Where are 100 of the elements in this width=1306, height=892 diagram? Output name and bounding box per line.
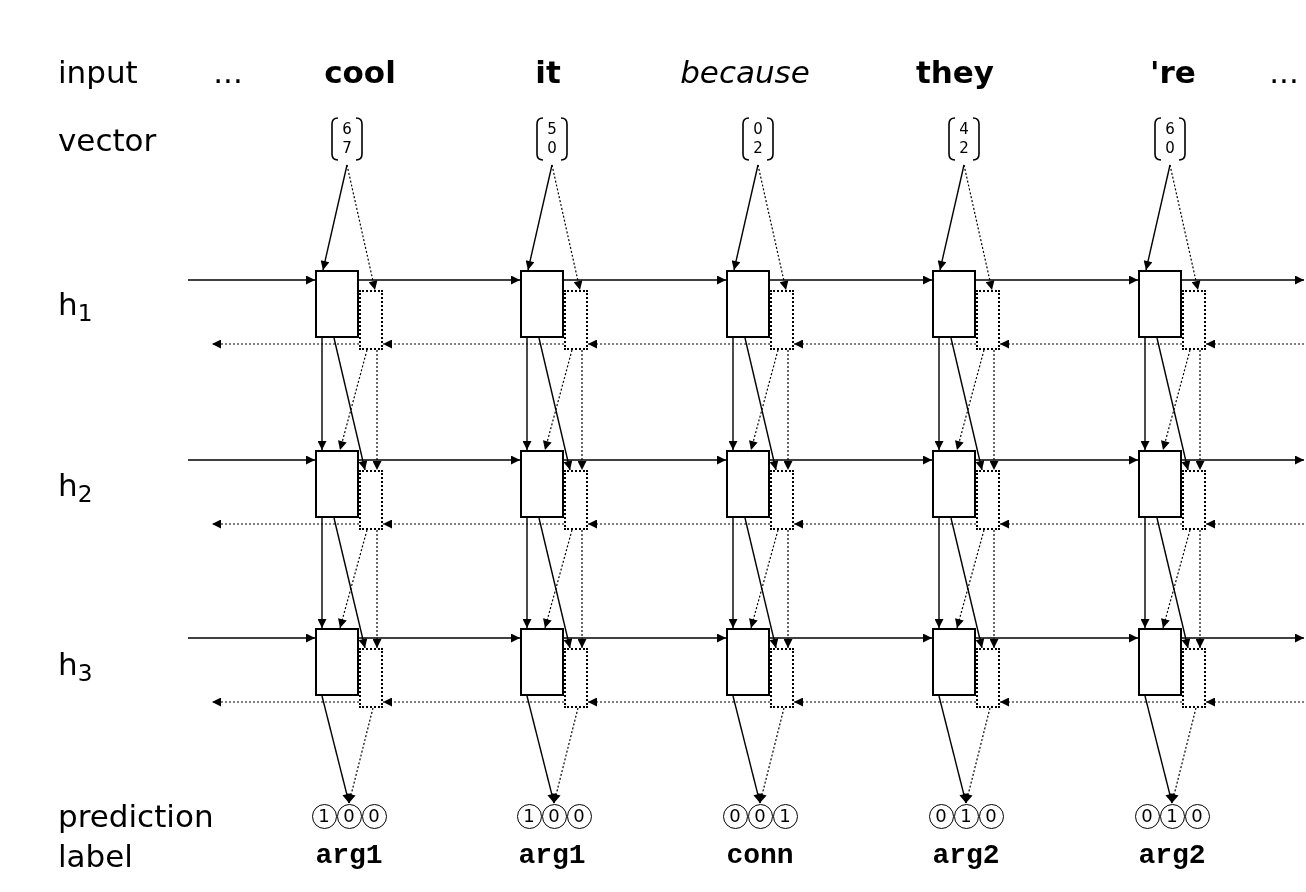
cell-box [315,270,359,338]
class-label: arg2 [932,842,1000,870]
dotted-cell-box [359,470,383,530]
circled-digit: 0 [1184,803,1210,829]
arrow [950,337,985,471]
dotted-arrow [1161,349,1191,451]
dotted-arrow [793,339,977,349]
dotted-cell-box [564,470,588,530]
circled-digit: 0 [541,803,567,829]
dotted-arrow [963,707,991,804]
circled-digit: 0 [1134,803,1160,829]
dotted-cell-box [770,470,794,530]
input-word: because [680,56,810,88]
dotted-arrow [1205,339,1305,349]
arrow [522,517,532,629]
arrow [538,517,573,649]
vector-value: 6 [1165,120,1175,139]
arrow [769,455,933,465]
arrow [744,517,779,649]
dotted-arrow [783,529,793,649]
vector-value: 7 [342,139,352,158]
dotted-arrow [955,349,985,451]
dotted-arrow [346,707,374,804]
dotted-arrow [211,697,360,707]
cell-box [726,270,770,338]
arrow [975,633,1139,643]
dotted-arrow [999,519,1183,529]
row-label: prediction [58,800,214,832]
input-word: 're [1150,56,1196,88]
cell-box [726,628,770,696]
dotted-arrow [793,519,977,529]
arrow [769,275,933,285]
dotted-arrow [989,349,999,471]
dotted-arrow [955,529,985,629]
cell-box [1138,270,1182,338]
input-word: cool [324,56,396,88]
dotted-arrow [551,707,579,804]
circled-digit: 1 [953,803,979,829]
arrow [731,164,759,271]
dotted-arrow [749,529,779,629]
class-label: arg1 [315,842,383,870]
circled-digit: 0 [361,803,387,829]
dotted-arrow [963,164,995,291]
ellipsis: ... [213,56,243,88]
arrow [1144,695,1175,804]
arrow [320,164,348,271]
arrow [563,633,727,643]
arrow [333,517,368,649]
arrow [1181,633,1305,643]
cell-box [520,450,564,518]
arrow [187,455,316,465]
dotted-arrow [999,697,1183,707]
cell-box [1138,450,1182,518]
arrow [1140,337,1150,451]
arrow [937,164,965,271]
arrow [934,517,944,629]
dotted-arrow [783,349,793,471]
cell-box [520,628,564,696]
vector-value: 0 [753,120,763,139]
arrow [744,337,779,471]
dotted-arrow [211,519,360,529]
row-label: input [58,56,138,88]
class-label: conn [726,842,794,870]
dotted-arrow [749,349,779,451]
dotted-arrow [1205,697,1305,707]
circled-digit: 0 [928,803,954,829]
dotted-cell-box [564,290,588,350]
circled-digit: 0 [566,803,592,829]
dotted-cell-box [770,648,794,708]
arrow [728,337,738,451]
dotted-arrow [382,519,565,529]
vector-value: 5 [547,120,557,139]
dotted-arrow [338,529,368,629]
dotted-cell-box [976,290,1000,350]
arrow [938,695,969,804]
dotted-arrow [543,349,573,451]
row-label: h$_{3}$ [58,648,93,680]
arrow [1181,455,1305,465]
dotted-arrow [577,349,587,471]
dotted-arrow [372,349,382,471]
dotted-cell-box [1182,470,1206,530]
circled-digit: 1 [772,803,798,829]
dotted-cell-box [976,470,1000,530]
circled-digit: 1 [311,803,337,829]
cell-box [932,628,976,696]
dotted-arrow [1195,529,1205,649]
dotted-arrow [587,519,771,529]
circled-digit: 0 [747,803,773,829]
dotted-arrow [757,707,785,804]
dotted-cell-box [564,648,588,708]
circled-digit: 1 [1159,803,1185,829]
arrow [187,275,316,285]
arrow [563,275,727,285]
vector-value: 4 [959,120,969,139]
arrow [1140,517,1150,629]
vector-value: 0 [1165,139,1175,158]
arrow [187,633,316,643]
dotted-arrow [587,339,771,349]
dotted-arrow [1161,529,1191,629]
dotted-arrow [551,164,583,291]
